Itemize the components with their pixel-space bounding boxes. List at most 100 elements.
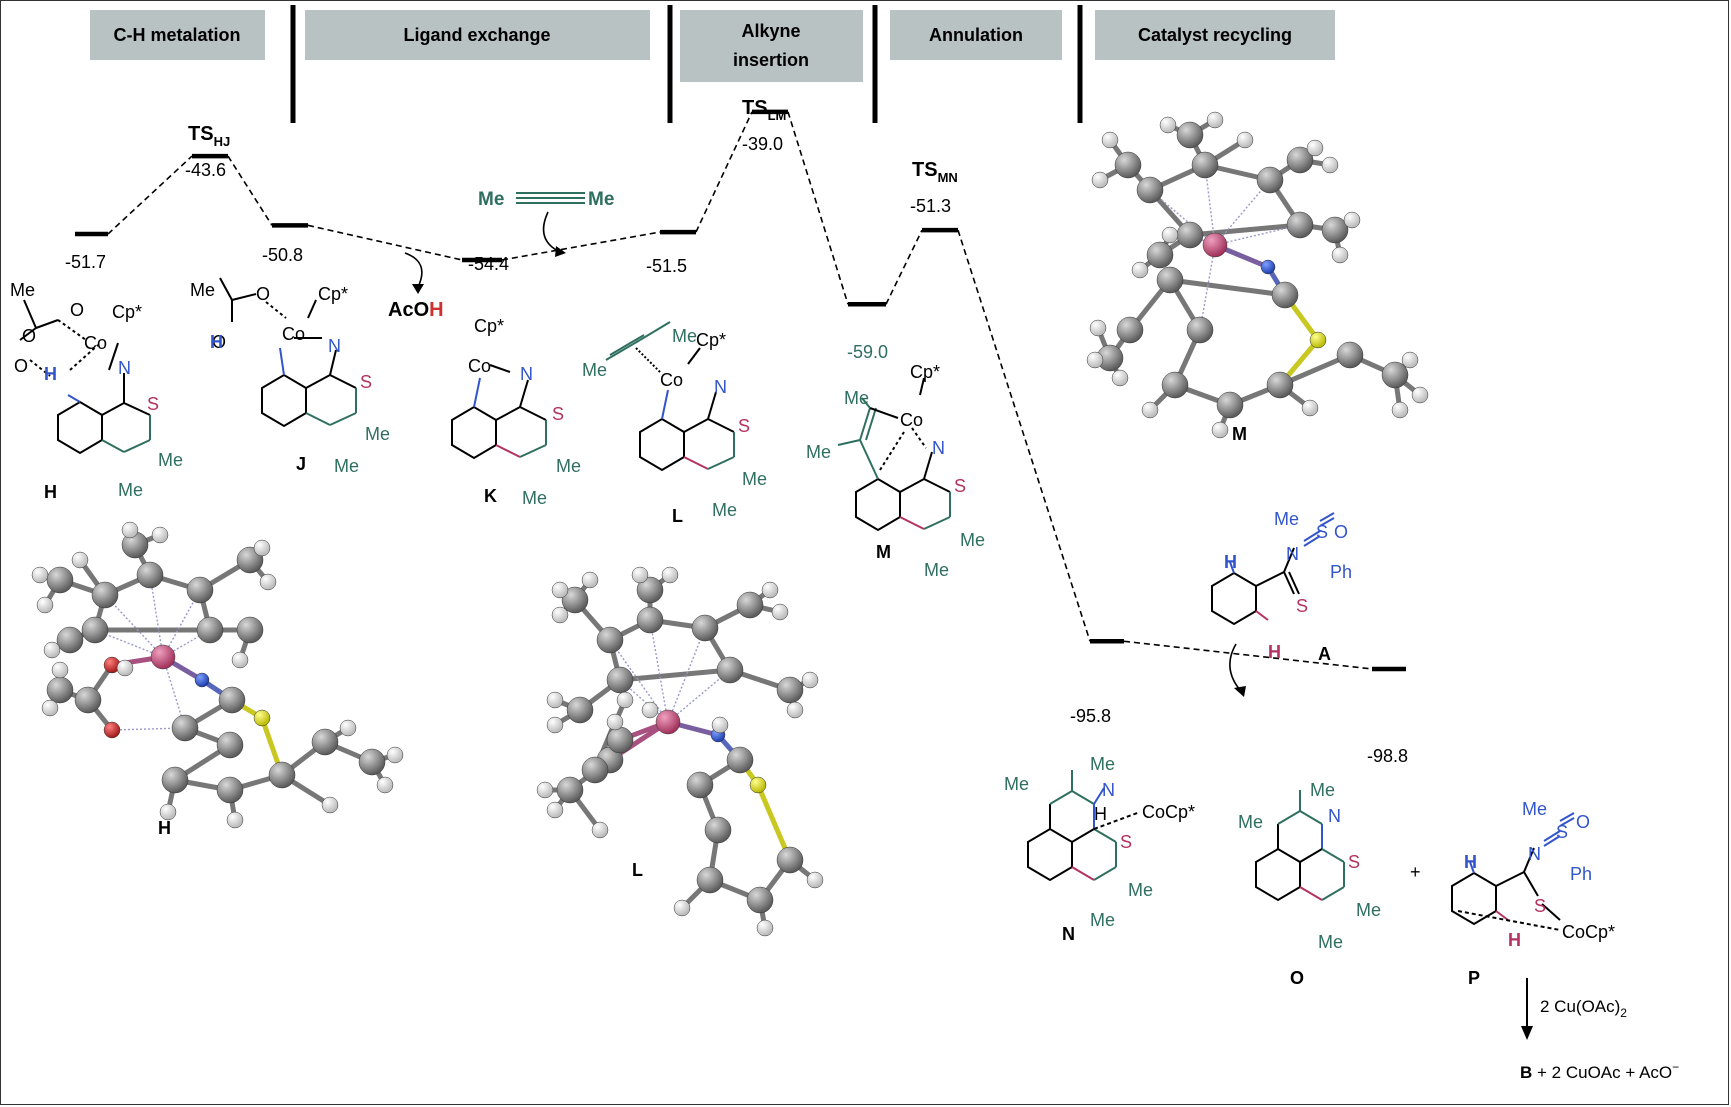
me-label: Me [556,456,581,476]
structure-o [1255,790,1345,902]
o-label: O [212,332,226,352]
carbon-atom [1271,281,1299,309]
s-label: S [147,394,159,414]
me-label: Me [582,360,607,380]
stage-label: Catalyst recycling [1138,25,1292,45]
me-label: Me [1274,509,1299,529]
carbon-atom [268,761,296,789]
hydrogen-atom [226,811,244,829]
o-label: O [14,356,28,376]
final-reagent: 2 Cu(OAc)2 [1540,997,1627,1020]
ts-label-lm: TSLM [742,97,786,123]
carbon-atom [161,766,189,794]
hydrogen-atom [1343,211,1361,229]
hydrogen-atom [1306,139,1324,157]
carbon-atom [74,686,102,714]
energy-label-tshj: -43.6 [185,160,226,180]
model-label-h: H [158,818,171,838]
n-label: N [520,364,533,384]
cocp-label: CoCp* [1562,922,1615,942]
carbon-atom [691,614,719,642]
carbon-atom [1216,391,1244,419]
stage-annulation: Annulation [890,10,1062,60]
carbon-atom [726,746,754,774]
bond [1187,222,1303,238]
carbon-atom [1156,266,1184,294]
weak-bond [1214,224,1301,246]
carbon-atom [1136,176,1164,204]
weak-bond [609,639,669,723]
energy-labels: -51.7 -43.6 -50.8 -54.4 -51.5 -39.0 -59.… [65,134,1408,766]
final-products: B + 2 CuOAc + AcO− [1520,1060,1679,1082]
weak-bond [667,627,706,723]
connector-0 [107,155,193,235]
s-label: S [552,404,564,424]
compound-label-p: P [1468,968,1480,988]
stage-dividers [290,5,1083,123]
me-label: Me [158,450,183,470]
s-label: S [1296,596,1308,616]
o-label: O [256,284,270,304]
structure-n-labels: Me Me N H CoCp* S Me Me N [1004,754,1195,944]
bond [1167,277,1288,298]
structure-p [1451,812,1575,931]
n-label: N [1286,544,1299,564]
carbon-atom [46,566,74,594]
hydrogen-atom [546,716,564,734]
hydrogen-atom [1086,351,1104,369]
hydrogen-atom [801,671,819,689]
structure-j [219,277,357,428]
hydrogen-atom [386,746,404,764]
stage-label-line1: Alkyne [741,21,800,41]
h-label: H [210,332,223,352]
carbon-atom [566,696,594,724]
hydrogen-atom [41,699,59,717]
hydrogen-atom [661,566,679,584]
hydrogen-atom [36,596,54,614]
structure-m-labels: Me Me Cp* Co N S Me Me M [806,362,985,580]
structure-a-labels: Me S O N Ph S H H A [1224,509,1352,664]
hydrogen-atom [1206,111,1224,129]
me-label: Me [712,500,737,520]
me-label: Me [522,488,547,508]
triple-bond [516,192,585,204]
me-label: Me [806,442,831,462]
hydrogen-atom [1401,351,1419,369]
n-label: N [328,336,341,356]
me-label: Me [1090,910,1115,930]
hydrogen-atom [121,521,139,539]
energy-label-tsmn: -51.3 [910,196,951,216]
co-label: Co [660,370,683,390]
hydrogen-atom [159,803,177,821]
connector-1 [227,155,273,226]
h-label: H [1224,552,1237,572]
cobalt-atom [655,709,681,735]
n-label: N [118,358,131,378]
connector-4 [695,111,753,233]
me-label: Me [1522,799,1547,819]
hydrogen-atom [339,719,357,737]
carbon-atom [311,728,339,756]
weak-bond [162,589,201,658]
hydrogen-atom [321,796,339,814]
substrate-a-arrow [1229,643,1246,697]
hydrogen-atom [591,821,609,839]
carbon-atom [556,776,584,804]
hydrogen-atom [641,701,659,719]
sulfur-atom [253,709,271,727]
cp-label: Cp* [474,316,504,336]
co-label: Co [900,410,923,430]
carbon-atom [171,714,199,742]
n-label: N [932,438,945,458]
me-label: Me [672,326,697,346]
hydrogen-atom [581,571,599,589]
hydrogen-atom [1091,171,1109,189]
model-label-m: M [1232,424,1247,444]
me-label: Me [190,280,215,300]
hydrogen-atom [31,566,49,584]
n-label: N [1102,780,1115,800]
compound-label-n: N [1062,924,1075,944]
hydrogen-atom [546,801,564,819]
stage-label: C-H metalation [113,25,240,45]
